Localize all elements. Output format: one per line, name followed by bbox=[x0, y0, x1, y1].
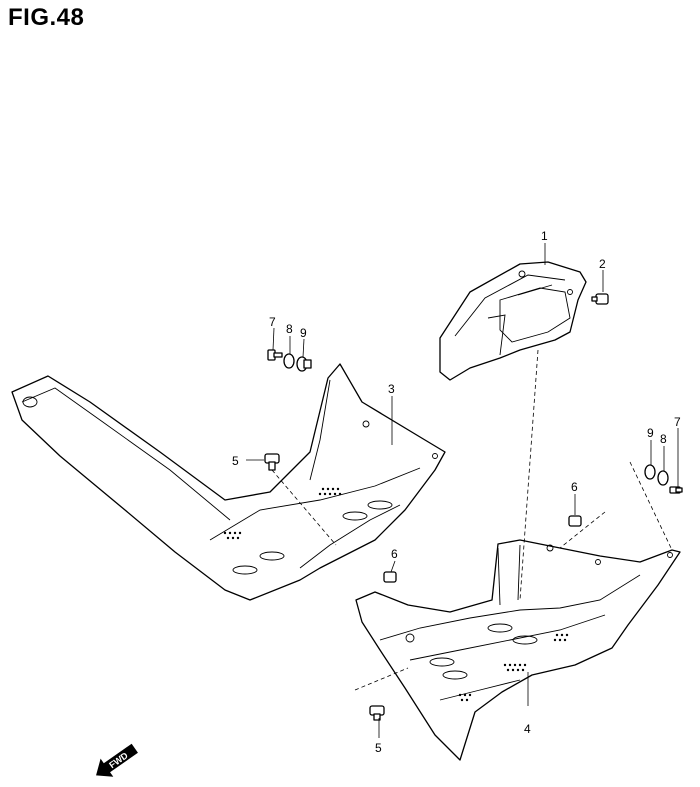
part-5-bolt-lower bbox=[369, 705, 385, 721]
part-5-bolt-upper bbox=[264, 453, 280, 471]
callout-9-right: 9 bbox=[647, 426, 654, 440]
callout-8-left: 8 bbox=[286, 322, 293, 336]
callout-7-right: 7 bbox=[674, 415, 681, 429]
part-2-bolt bbox=[591, 293, 609, 305]
callout-8-right: 8 bbox=[660, 432, 667, 446]
callout-3: 3 bbox=[388, 382, 395, 396]
part-3-left-footrest bbox=[11, 363, 446, 601]
callout-5-upper: 5 bbox=[232, 454, 239, 468]
leader-lines bbox=[246, 243, 679, 738]
callout-6-right: 6 bbox=[571, 480, 578, 494]
perforations-left bbox=[223, 487, 342, 540]
fwd-arrow-icon: FWD bbox=[96, 743, 138, 777]
callout-6-left: 6 bbox=[391, 547, 398, 561]
callout-5-lower: 5 bbox=[375, 741, 382, 755]
part-6-nut-left bbox=[383, 571, 397, 583]
callout-4: 4 bbox=[524, 722, 531, 736]
parts-7-8-9-left bbox=[267, 349, 312, 372]
part-1-cover bbox=[439, 261, 587, 381]
callout-1: 1 bbox=[541, 229, 548, 243]
callout-2: 2 bbox=[599, 257, 606, 271]
callout-numbers: 1 2 3 4 5 5 6 6 7 8 9 7 8 9 bbox=[232, 229, 681, 755]
part-6-nut-right bbox=[568, 515, 582, 527]
callout-7-left: 7 bbox=[269, 315, 276, 329]
parts-7-8-9-right bbox=[644, 464, 683, 494]
figure-title: FIG.48 bbox=[8, 4, 85, 31]
callout-9-left: 9 bbox=[300, 326, 307, 340]
perforations-right bbox=[458, 633, 569, 702]
part-4-right-footrest bbox=[355, 539, 681, 761]
